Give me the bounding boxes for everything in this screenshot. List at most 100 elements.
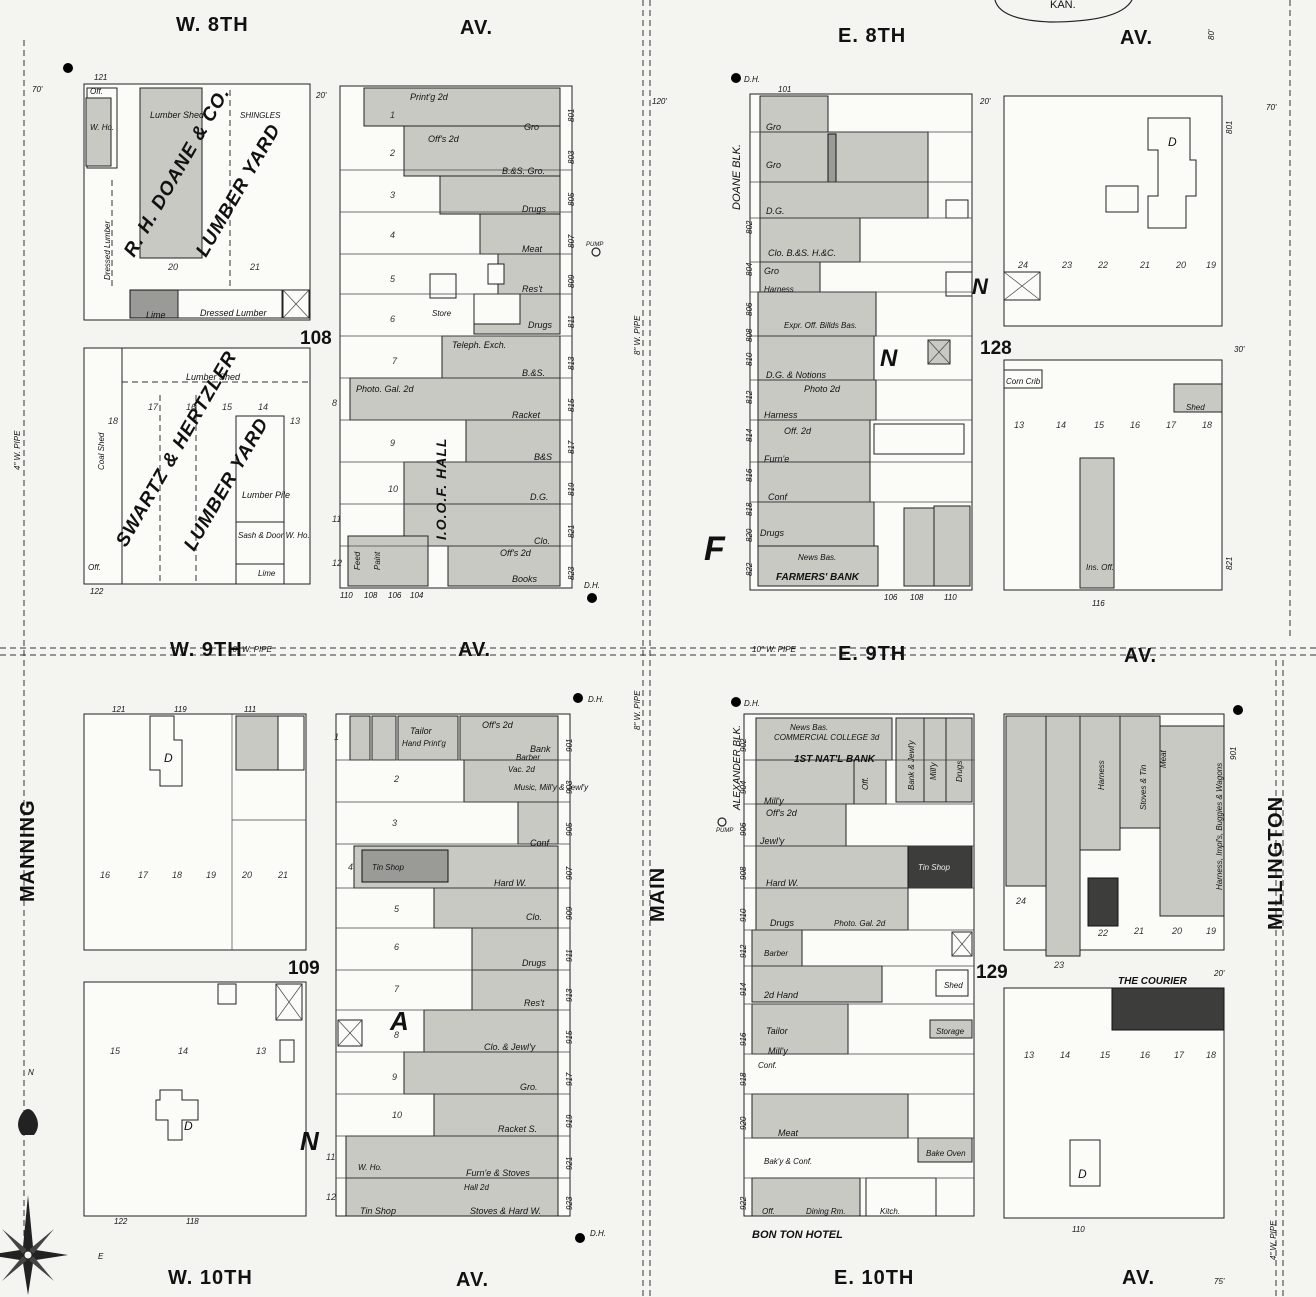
block-109-lots: 1 2 3 4 5 6 7 8 9 10 11 12 (326, 732, 402, 1202)
lot-22c: 22 (1097, 928, 1108, 938)
b129-hardw: Hard W. (766, 878, 799, 888)
block-108: Lumber Shed SHINGLES R. H. DOANE & CO. L… (83, 73, 576, 600)
addr-802: 802 (745, 220, 754, 234)
shingles-label: SHINGLES (240, 111, 281, 120)
addr-108: 108 (364, 591, 378, 600)
b128-shed: Shed (1186, 403, 1205, 412)
swartz-lot-17: 17 (148, 402, 159, 412)
addr-904: 904 (739, 780, 748, 794)
lot-15: 15 (1094, 420, 1105, 430)
store-drugs-2: Drugs (528, 320, 553, 330)
swartz-lot-13: 13 (290, 416, 300, 426)
lot-23c: 23 (1053, 960, 1064, 970)
lot-21: 21 (249, 262, 260, 272)
commercial-college: COMMERCIAL COLLEGE 3d (774, 733, 880, 742)
b109-clo-jewly: Clo. & Jewl'y (484, 1042, 536, 1052)
addr-807: 807 (567, 234, 576, 248)
sash-door-label: Sash & Door W. Ho. (238, 531, 310, 540)
addr-815: 815 (567, 398, 576, 412)
pipe-label-e9: 10" W. PIPE (752, 645, 797, 654)
street-label-main: MAIN (647, 867, 669, 922)
store-meat: Meat (522, 244, 543, 254)
lot-6: 6 (390, 314, 395, 324)
lot-8: 8 (332, 398, 337, 408)
b109-drugs: Drugs (522, 958, 547, 968)
b109-tailor: Tailor (410, 726, 433, 736)
b128-gro-2: Gro (766, 160, 781, 170)
lot-2c: 2 (393, 774, 399, 784)
dh-label-5: D.H. (744, 699, 760, 708)
b109-gro: Gro. (520, 1082, 538, 1092)
lot-15c: 15 (1100, 1050, 1111, 1060)
south-lot-122: 122 (90, 587, 104, 596)
store-drugs-1: Drugs (522, 204, 547, 214)
block-number-108: 108 (300, 328, 332, 349)
street-label-manning: MANNING (17, 799, 39, 902)
b129-bank-jewly: Bank & Jewl'y (907, 739, 916, 790)
lot-1: 1 (390, 110, 395, 120)
lot-10c: 10 (392, 1110, 402, 1120)
b129-jewly: Jewl'y (759, 836, 785, 846)
block-128-addresses: 802 804 806 808 810 812 814 816 818 820 … (745, 220, 957, 602)
street-label-w9-av: AV. (458, 639, 491, 661)
street-label-e9-av: AV. (1124, 645, 1157, 667)
store-gro: Gro (524, 122, 539, 132)
lot-118b: 118 (186, 1217, 199, 1226)
lot-19: 19 (1206, 260, 1216, 270)
addr-823: 823 (567, 566, 576, 580)
addr-812: 812 (745, 390, 754, 404)
b109-hardw: Hard W. (494, 878, 527, 888)
swartz-lot-14: 14 (258, 402, 268, 412)
street-label-e10-av: AV. (1122, 1267, 1155, 1289)
dh-marker-3 (587, 593, 597, 603)
pipe-label-main-lower: 8" W. PIPE (633, 690, 642, 730)
swartz-lot-16: 16 (186, 402, 196, 412)
store-feed: Feed (353, 551, 362, 570)
lot-13b: 13 (256, 1046, 266, 1056)
store-paint: Paint (373, 551, 382, 570)
addr-801: 801 (567, 109, 576, 122)
b129e-stoves-tin: Stoves & Tin (1139, 764, 1148, 810)
first-natl-bank: 1ST NAT'L BANK (794, 754, 876, 765)
b128-drugs: Drugs (760, 528, 785, 538)
badge-text: KAN. (1050, 0, 1076, 11)
addr-914: 914 (739, 982, 748, 996)
lot-4: 4 (390, 230, 395, 240)
lot-9c: 9 (392, 1072, 397, 1082)
lot-20c: 20 (1171, 926, 1182, 936)
addr-913: 913 (565, 988, 574, 1002)
addr-819: 819 (567, 482, 576, 496)
letter-f: F (704, 530, 726, 568)
b129-off-2: Off. (762, 1207, 775, 1216)
lot-122b: 122 (114, 1217, 128, 1226)
addr-818: 818 (745, 502, 754, 516)
addr-905: 905 (565, 822, 574, 836)
b129-2dhand: 2d Hand (763, 990, 799, 1000)
addr-110: 110 (340, 591, 353, 600)
addr-806: 806 (745, 302, 754, 316)
addr-917: 917 (565, 1072, 574, 1086)
addr-909: 909 (565, 906, 574, 920)
b128-dg-notions: D.G. & Notions (766, 370, 827, 380)
addr-809: 809 (567, 274, 576, 288)
pipe-label-w9: 10" W. PIPE (228, 645, 273, 654)
farmers-bank: FARMERS' BANK (776, 572, 860, 583)
letter-n-3: N (972, 274, 989, 299)
addr-803: 803 (567, 150, 576, 164)
lot-11: 11 (332, 514, 341, 524)
b109-music: Music, Mill'y & Jewl'y (514, 783, 589, 792)
b129-barber: Barber (764, 949, 788, 958)
addr-907: 907 (565, 866, 574, 880)
pipe-label-manning: 4" W. PIPE (13, 430, 22, 470)
addr-106b: 106 (884, 593, 898, 602)
b128-dg: D.G. (766, 206, 785, 216)
lot-19b: 19 (206, 870, 216, 880)
b129-photo: Photo. Gal. 2d (834, 919, 886, 928)
b109-dwelling-s: D (184, 1119, 193, 1133)
b109-tinshop-2: Tin Shop (360, 1206, 396, 1216)
addr-816: 816 (745, 468, 754, 482)
b128-off: Off. 2d (784, 426, 812, 436)
addr-911: 911 (565, 949, 574, 962)
street-label-w8: W. 8TH (176, 14, 249, 36)
dim-80: 80' (1207, 29, 1216, 40)
